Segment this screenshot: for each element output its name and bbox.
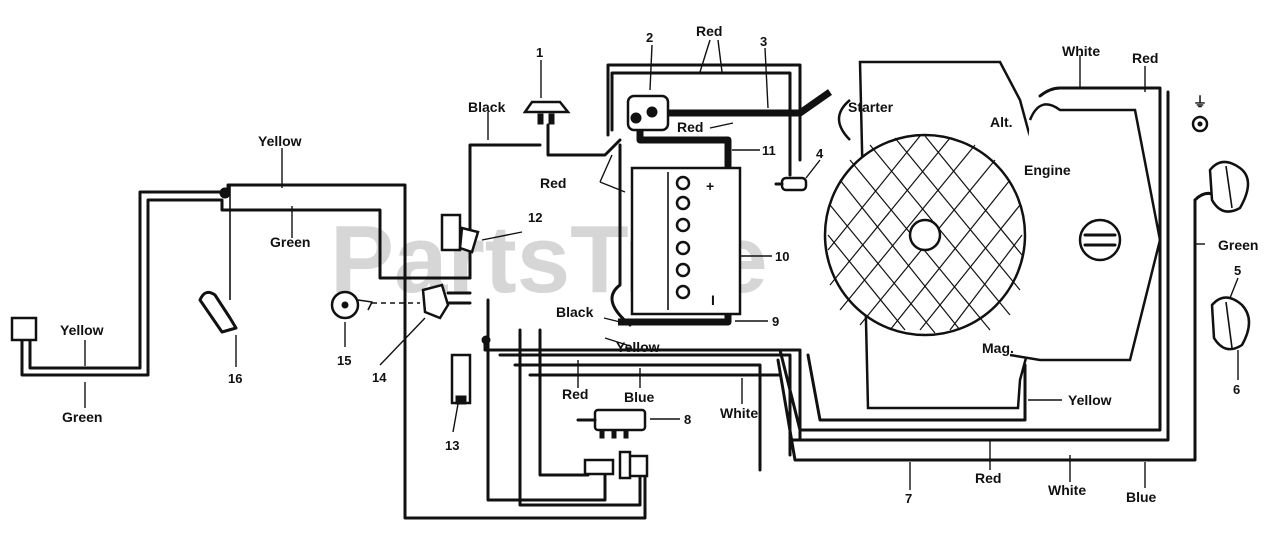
fuse-holder xyxy=(774,176,808,192)
callout-9: 9 xyxy=(772,314,779,329)
wire-label-red-top-right: Red xyxy=(1132,50,1158,66)
wire-labels: Red White Red Black Red Red Yellow Green… xyxy=(60,23,1258,505)
starter-motor xyxy=(837,99,851,141)
wire-label-black-bottom: Black xyxy=(556,304,594,320)
wire-label-white-mid: White xyxy=(720,405,758,421)
lower-harness xyxy=(481,298,802,507)
wire-label-black-top: Black xyxy=(468,99,506,115)
seat-switch xyxy=(198,290,238,334)
engine: Starter Alt. Engine Mag. xyxy=(823,60,1162,410)
callout-8: 8 xyxy=(684,412,691,427)
wire-label-green-left: Green xyxy=(270,234,310,250)
leader-lines xyxy=(84,39,1239,490)
callout-13: 13 xyxy=(445,438,459,453)
connectors xyxy=(583,450,649,480)
wire-label-blue-mid: Blue xyxy=(624,389,655,405)
wire-label-green-right: Green xyxy=(1218,237,1258,253)
pto-switch xyxy=(440,213,480,254)
wire-label-yellow-far-left: Yellow xyxy=(60,322,104,338)
callout-11: 11 xyxy=(762,143,776,158)
wire-label-red-mid: Red xyxy=(677,119,703,135)
flywheel-screen xyxy=(827,135,1023,334)
wire-label-white-bottom: White xyxy=(1048,482,1086,498)
ground-terminal: ⏚ xyxy=(1191,94,1209,133)
callout-7: 7 xyxy=(905,491,912,506)
wire-label-red-bottom-left: Red xyxy=(562,386,588,402)
wire-label-red-top: Red xyxy=(696,23,722,39)
battery-positive-label: + xyxy=(706,178,714,194)
starter-label: Starter xyxy=(848,99,894,115)
wire-label-yellow-mid: Yellow xyxy=(616,339,660,355)
wire-label-red-left: Red xyxy=(540,175,566,191)
callout-5: 5 xyxy=(1234,263,1241,278)
wire-label-blue-bottom: Blue xyxy=(1126,489,1157,505)
solenoid xyxy=(626,94,670,132)
callout-4: 4 xyxy=(816,146,824,161)
wire-label-green-far-left: Green xyxy=(62,409,102,425)
key-switch xyxy=(421,283,472,320)
ground-icon: ⏚ xyxy=(1193,94,1207,110)
callout-16: 16 xyxy=(228,371,242,386)
callout-2: 2 xyxy=(646,30,653,45)
wire-label-red-bottom: Red xyxy=(975,470,1001,486)
headlight-switch-connector xyxy=(10,316,38,342)
callout-14: 14 xyxy=(372,370,387,385)
ignition-key xyxy=(330,290,420,320)
callout-15: 15 xyxy=(337,353,351,368)
callout-12: 12 xyxy=(528,210,542,225)
wire-label-white-top: White xyxy=(1062,43,1100,59)
alternator-label: Alt. xyxy=(990,114,1013,130)
callout-1: 1 xyxy=(536,45,543,60)
ignition-switch xyxy=(522,100,571,125)
battery-negative-label: I xyxy=(711,292,715,308)
callout-numbers: 1 2 3 4 5 6 7 8 9 10 11 12 13 14 15 16 xyxy=(228,30,1241,506)
headlights xyxy=(1208,160,1251,351)
wire-label-yellow-left-top: Yellow xyxy=(258,133,302,149)
right-harness xyxy=(776,86,1217,462)
magneto-label: Mag. xyxy=(982,340,1014,356)
left-harness xyxy=(10,183,647,520)
battery: + I xyxy=(630,166,742,316)
callout-10: 10 xyxy=(775,249,789,264)
brake-switch xyxy=(450,353,472,405)
wire-label-yellow-right: Yellow xyxy=(1068,392,1112,408)
rectifier xyxy=(576,408,647,439)
callout-6: 6 xyxy=(1233,382,1240,397)
engine-label: Engine xyxy=(1024,162,1071,178)
callout-3: 3 xyxy=(760,34,767,49)
